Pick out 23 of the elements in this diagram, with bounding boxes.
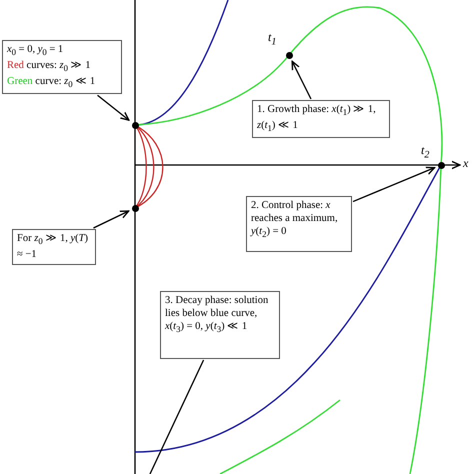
- callout-text: 1. Growth phase: x(t$_{1}$) ≫ 1, z(t$_{1}$) ≪ 1: [257, 103, 377, 136]
- leader-arrow: [352, 166, 436, 202]
- point-marker: [286, 52, 292, 58]
- point-label: t$_{2}$: [421, 143, 430, 160]
- callout-text: 3. Decay phase: solution lies below blue curve, x(t$_{3}$) = 0, y(t$_{3}$) ≪ 1: [165, 294, 270, 336]
- callout-text: 2. Control phase: x reaches a maximum, y(t$_{2}$) = 0: [251, 199, 339, 242]
- point-label: t$_{1}$: [268, 30, 276, 48]
- callout-box: [2, 40, 122, 94]
- callout-text: For z$_{0}$ ≫ 1, y(T) ≈ −1: [17, 232, 89, 262]
- callout-text: Red curves: z$_{0}$ ≫ 1: [7, 59, 92, 76]
- leader-arrow: [97, 94, 130, 121]
- callout-box: [246, 196, 352, 252]
- leader-arrow: [291, 60, 312, 100]
- point-marker: [132, 122, 138, 128]
- callout-text: x$_{0}$ = 0, y$_{0}$ = 1: [7, 43, 64, 60]
- callout-box: [12, 229, 96, 265]
- point-marker: [438, 162, 444, 168]
- callout-text: Green curve: z$_{0}$ ≪ 1: [7, 75, 96, 92]
- callout-box: [252, 100, 390, 138]
- callout-box: [160, 291, 280, 359]
- axis-label: x: [463, 156, 468, 171]
- leader-arrow: [93, 210, 130, 229]
- point-marker: [132, 204, 138, 212]
